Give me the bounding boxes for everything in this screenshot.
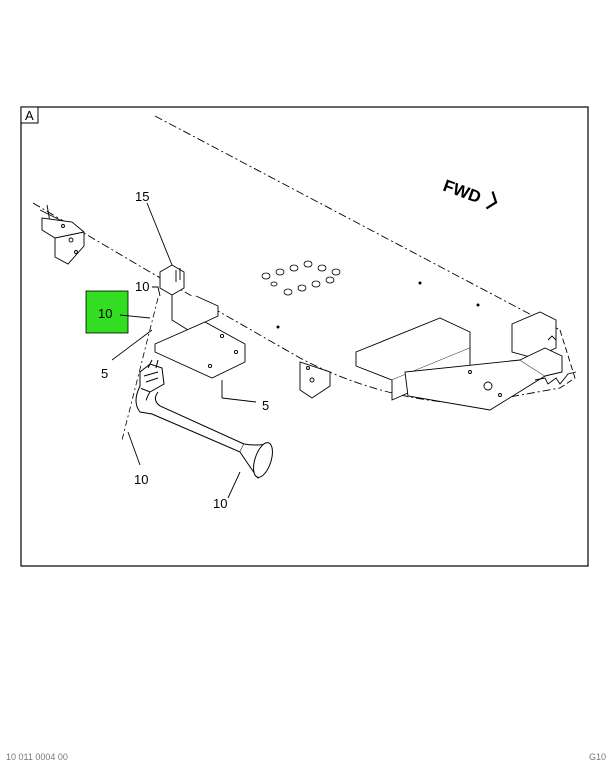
callout-10-bottom-left: 10 bbox=[134, 472, 148, 487]
frame-label: A bbox=[25, 108, 34, 123]
air-horn bbox=[135, 359, 273, 480]
footer-page-code: G10 bbox=[588, 752, 606, 762]
footer-reference: 10 011 0004 00 bbox=[6, 752, 68, 762]
mounting-plate bbox=[154, 321, 246, 379]
fwd-arrow-icon bbox=[485, 191, 498, 210]
diagram-frame bbox=[20, 106, 589, 567]
callout-10-highlight: 10 bbox=[98, 306, 112, 321]
frame-label-box bbox=[20, 106, 39, 124]
left-bracket bbox=[41, 217, 85, 265]
callout-5-right: 5 bbox=[262, 398, 269, 413]
callout-10-top: 10 bbox=[135, 279, 149, 294]
floor-rivet bbox=[476, 303, 480, 307]
highlight-box[interactable] bbox=[85, 290, 129, 334]
fwd-indicator: FWD bbox=[441, 176, 498, 210]
floor-hole-pattern bbox=[261, 260, 341, 296]
callout-15: 15 bbox=[135, 189, 149, 204]
center-bracket bbox=[299, 361, 331, 399]
horn-mount-bracket bbox=[159, 264, 219, 331]
callout-10-bottom-right: 10 bbox=[213, 496, 227, 511]
right-channel-assembly bbox=[355, 311, 577, 411]
fwd-label: FWD bbox=[441, 176, 484, 207]
assembly-centerline bbox=[121, 297, 159, 441]
callout-5-left: 5 bbox=[101, 366, 108, 381]
leader-lines bbox=[111, 202, 257, 499]
floor-panel bbox=[32, 115, 576, 405]
floor-rivet bbox=[276, 325, 280, 329]
floor-rivet bbox=[418, 281, 422, 285]
